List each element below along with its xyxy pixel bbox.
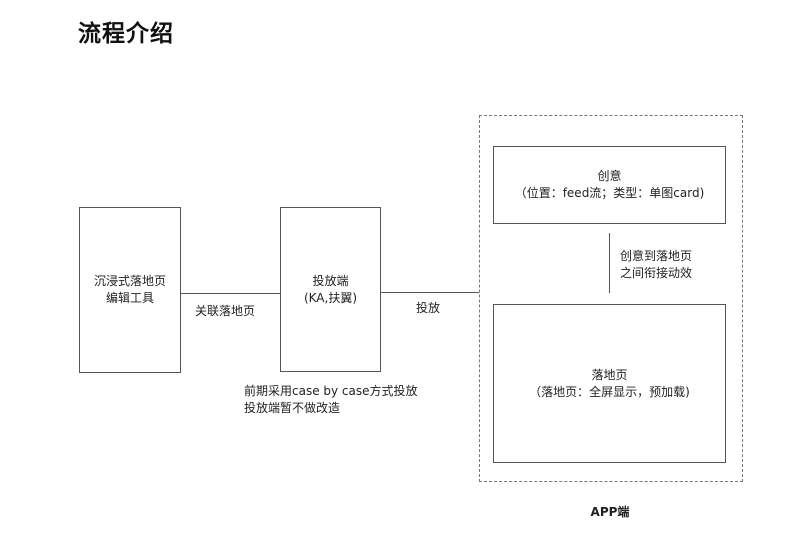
edge-editor-to-delivery	[181, 293, 280, 294]
page-title: 流程介绍	[78, 21, 174, 47]
edge-label-transition-line2: 之间衔接动效	[620, 266, 693, 280]
node-delivery-line2: (KA,扶翼)	[303, 290, 358, 305]
edge-label-link-landing: 关联落地页	[195, 304, 256, 318]
node-landing-page-line2: （落地页：全屏显示，预加载)	[529, 384, 690, 399]
node-landing-page: 落地页 （落地页：全屏显示，预加载)	[493, 304, 726, 463]
node-editor-tool: 沉浸式落地页 编辑工具	[79, 207, 181, 373]
node-editor-tool-line1: 沉浸式落地页	[93, 274, 166, 288]
note-delivery-line2: 投放端暂不做改造	[244, 401, 341, 415]
app-group-container	[479, 115, 743, 482]
node-delivery-line1: 投放端	[312, 273, 349, 288]
app-group-label: APP端	[590, 505, 630, 519]
node-creative: 创意 （位置：feed流；类型：单图card)	[493, 146, 726, 224]
node-creative-line2: （位置：feed流；类型：单图card)	[514, 186, 705, 200]
node-landing-page-line1: 落地页	[591, 367, 628, 382]
note-delivery-line1: 前期采用case by case方式投放	[244, 384, 418, 398]
edge-delivery-to-app	[381, 292, 479, 293]
node-creative-line1: 创意	[597, 169, 622, 183]
node-editor-tool-line2: 编辑工具	[105, 291, 154, 305]
node-delivery: 投放端 (KA,扶翼)	[280, 207, 381, 372]
edge-label-transition-line1: 创意到落地页	[620, 249, 693, 263]
edge-label-deliver: 投放	[416, 301, 441, 315]
edge-creative-to-landing	[609, 233, 610, 293]
